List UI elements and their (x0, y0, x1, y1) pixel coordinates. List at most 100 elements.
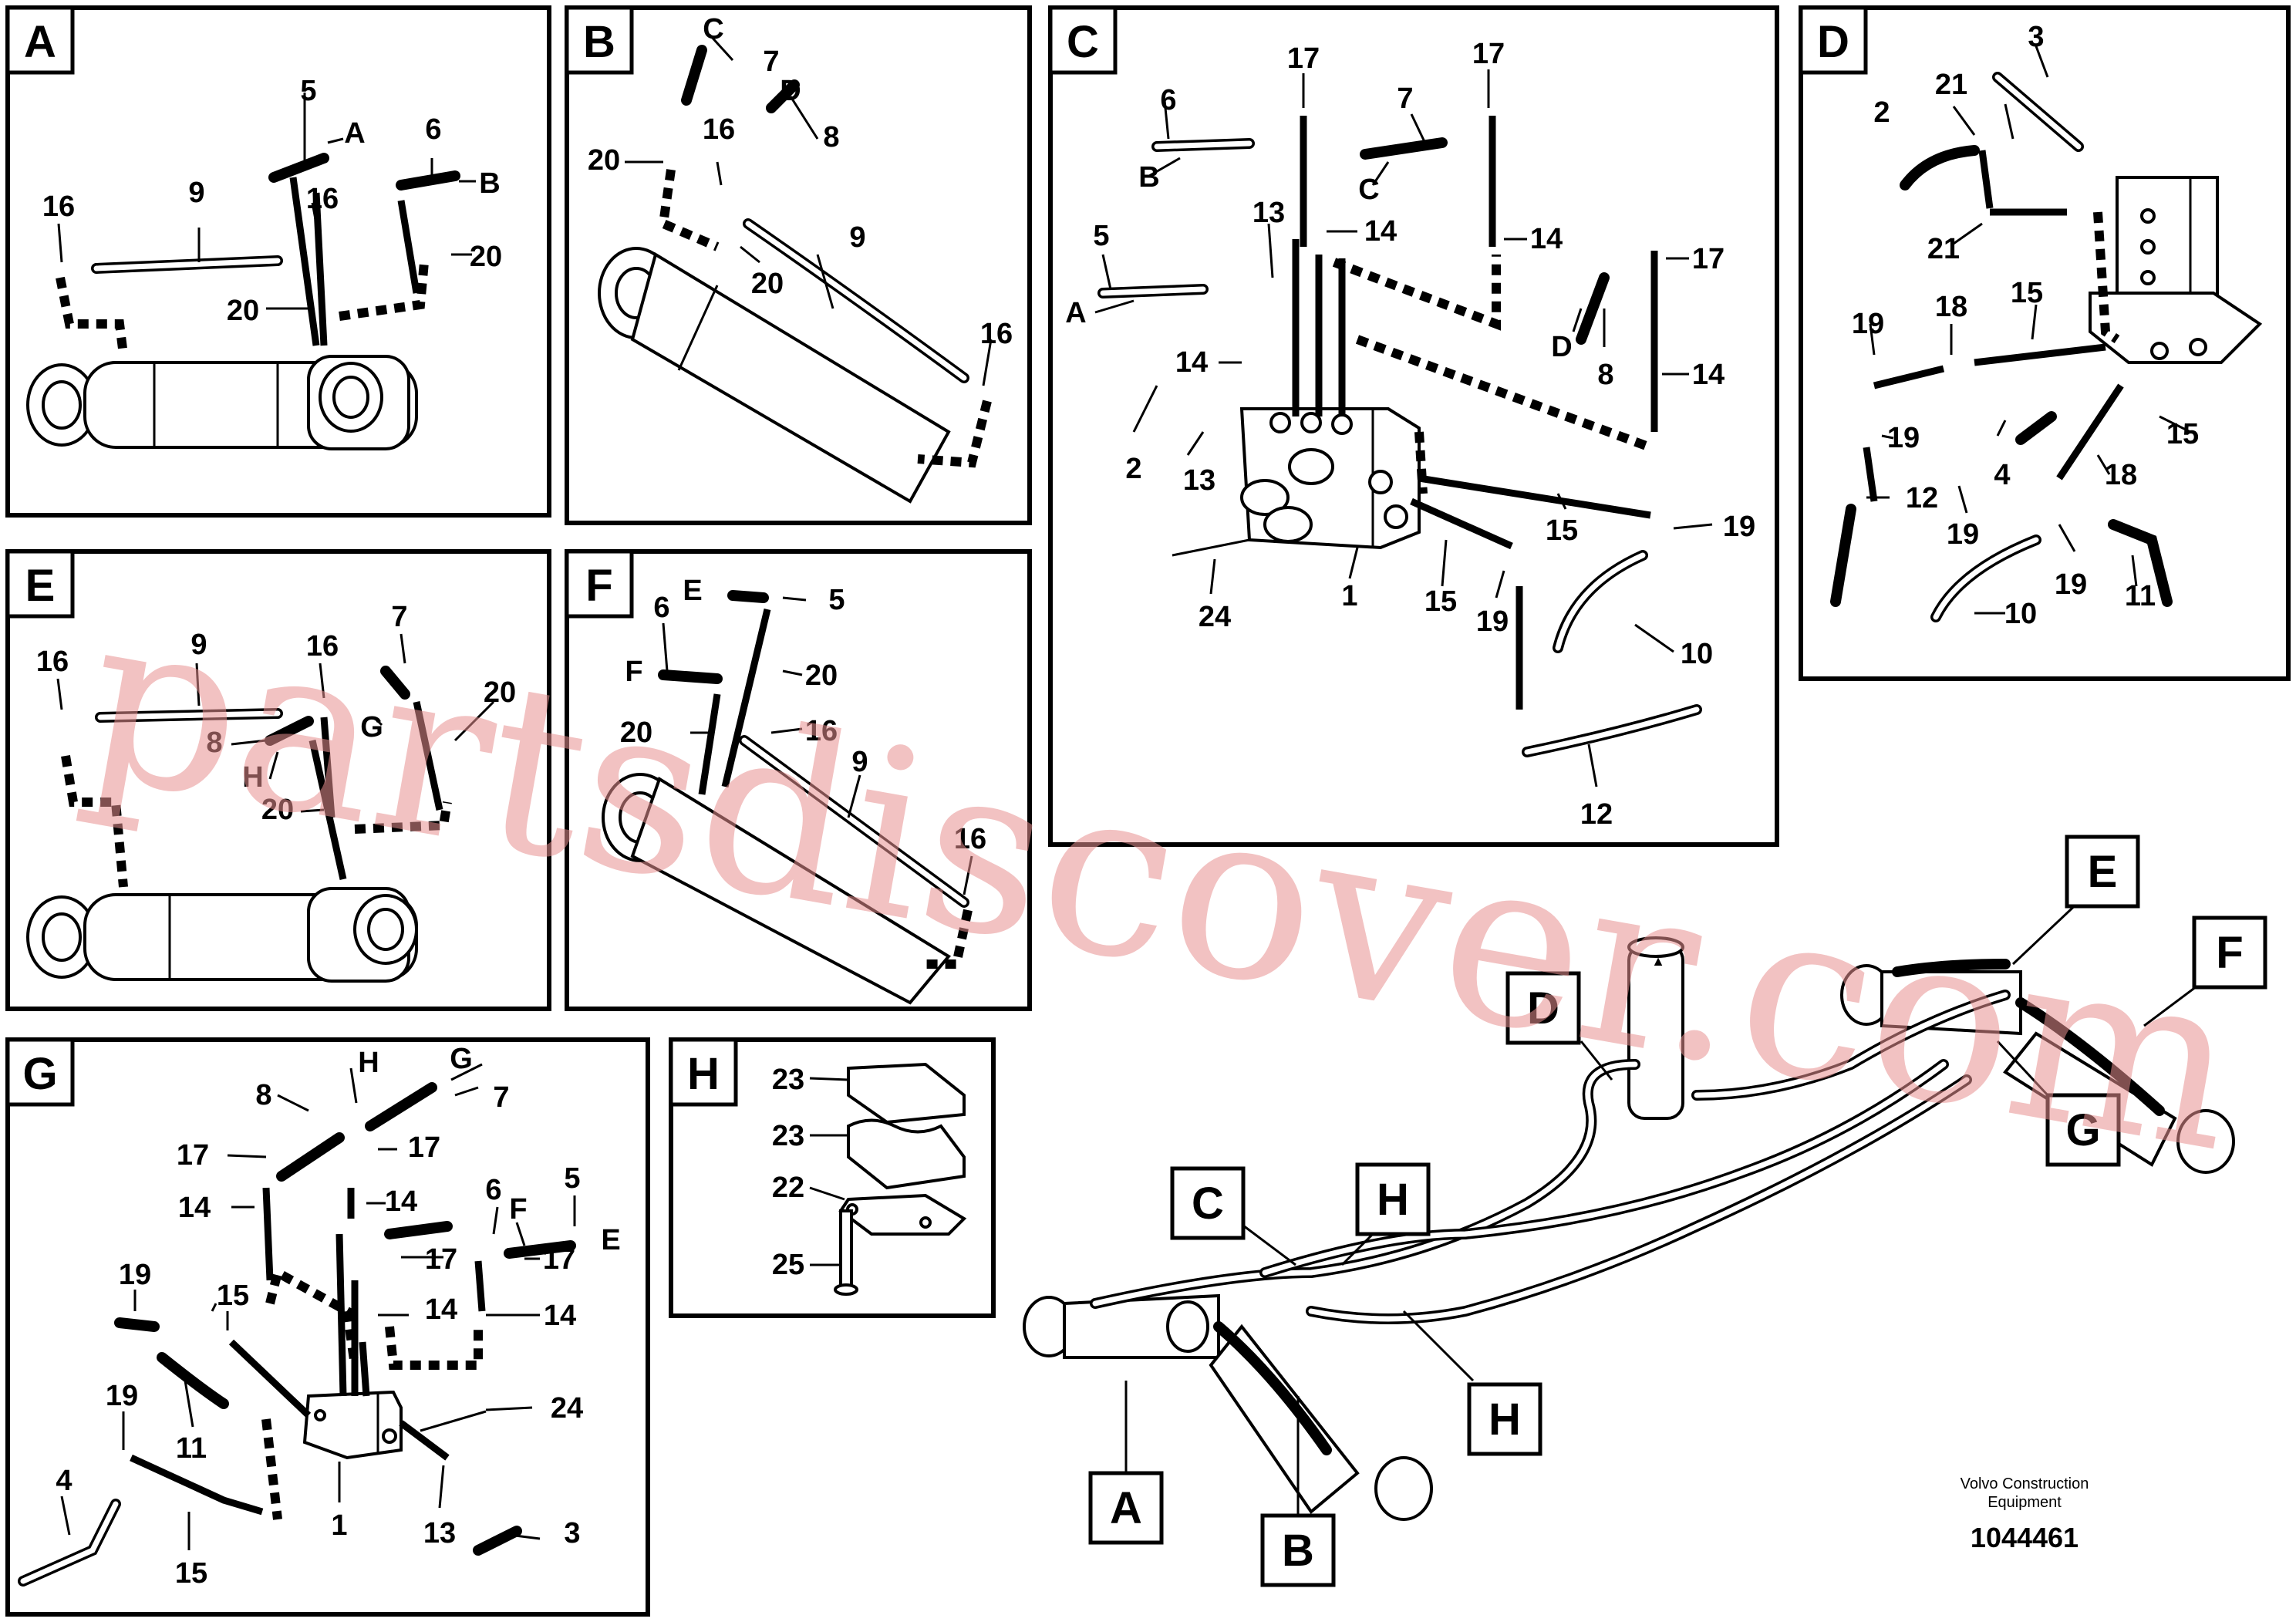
label-C: C (703, 13, 723, 46)
callout-g-box (2045, 1093, 2121, 1167)
callout-b-box (1260, 1513, 1336, 1587)
label-F: F (625, 656, 642, 688)
panel-d-letter: D (1817, 17, 1849, 67)
control-block (1239, 407, 1421, 550)
label-9: 9 (190, 629, 207, 661)
label-18: 18 (2105, 459, 2137, 491)
panel-b-frame (565, 5, 1032, 525)
label-15: 15 (217, 1280, 249, 1312)
label-16: 16 (703, 113, 735, 146)
label-13: 13 (423, 1517, 456, 1549)
label-16: 16 (306, 183, 339, 215)
label-5: 5 (300, 75, 316, 107)
panel-e-frame (5, 549, 551, 1011)
label-16: 16 (42, 191, 75, 223)
label-11: 11 (176, 1432, 207, 1465)
label-C: C (1358, 174, 1379, 206)
label-17: 17 (408, 1131, 440, 1164)
label-17: 17 (425, 1243, 457, 1276)
callout-d-box (1505, 971, 1581, 1045)
panel-g-letter-box (5, 1037, 75, 1107)
label-B: B (479, 167, 500, 200)
panel-f-letter: F (585, 561, 612, 611)
panel-f-frame (565, 549, 1032, 1011)
panel-b: B C 7 D 8 20 16 20 9 16 (565, 5, 1032, 525)
label-E: E (683, 575, 702, 607)
callout-g: G (2065, 1105, 2100, 1155)
label-7: 7 (1397, 83, 1413, 115)
label-9: 9 (851, 746, 868, 778)
label-12: 12 (1906, 482, 1938, 514)
callout-h1-box (1355, 1162, 1431, 1236)
label-23: 23 (772, 1120, 804, 1152)
label-22: 22 (772, 1172, 804, 1204)
callout-h: H (1377, 1175, 1409, 1225)
callout-leader-g (1996, 1040, 2049, 1097)
callout-h2-box (1467, 1382, 1542, 1456)
label-H: H (358, 1047, 379, 1079)
label-20: 20 (620, 717, 652, 749)
callout-c: C (1192, 1179, 1224, 1229)
company-line-1: Volvo Construction (1961, 1475, 2089, 1492)
label-H: H (242, 761, 263, 794)
cylinder (602, 773, 952, 1005)
label-D: D (1551, 331, 1572, 363)
panel-c-letter-box (1048, 5, 1118, 75)
panel-g: G (5, 1037, 650, 1617)
panel-a: A 5 A 6 B 16 (5, 5, 551, 518)
label-D: D (780, 75, 801, 107)
callout-c-box (1170, 1166, 1246, 1240)
label-14: 14 (1530, 223, 1563, 255)
label-16: 16 (36, 646, 69, 678)
label-14: 14 (178, 1192, 211, 1224)
panel-b-letter: B (583, 17, 615, 67)
label-12: 12 (1580, 798, 1613, 831)
label-19: 19 (2055, 568, 2087, 601)
panel-h: H 23 23 22 25 (669, 1037, 996, 1318)
label-14: 14 (385, 1185, 417, 1218)
label-19: 19 (1723, 511, 1755, 543)
label-15: 15 (2166, 418, 2199, 450)
label-15: 15 (2011, 277, 2043, 309)
label-A: A (1065, 297, 1086, 329)
label-16: 16 (805, 715, 838, 747)
label-10: 10 (2004, 598, 2037, 630)
cylinder (26, 355, 418, 450)
label-14: 14 (1692, 359, 1725, 391)
label-8: 8 (206, 727, 222, 759)
label-16: 16 (306, 630, 339, 663)
footer: Volvo Construction Equipment 1044461 (1961, 1475, 2089, 1553)
label-20: 20 (484, 676, 516, 709)
label-24: 24 (551, 1392, 583, 1425)
label-8: 8 (823, 121, 839, 153)
panel-g-frame (5, 1037, 650, 1617)
label-5: 5 (828, 584, 845, 616)
panel-h-frame (669, 1037, 996, 1318)
panel-e-letter: E (25, 561, 56, 611)
label-14: 14 (1364, 215, 1397, 248)
label-16: 16 (954, 823, 986, 855)
panel-c-frame (1048, 5, 1779, 847)
label-13: 13 (1183, 464, 1215, 497)
label-16: 16 (980, 318, 1013, 350)
label-6: 6 (485, 1174, 501, 1206)
cylinder (26, 887, 418, 983)
label-17: 17 (1287, 42, 1320, 75)
panel-b-letter-box (565, 5, 634, 75)
panel-e-letter-box (5, 549, 75, 619)
label-24: 24 (1199, 601, 1231, 633)
label-19: 19 (1476, 605, 1509, 638)
callout-a: A (1110, 1483, 1142, 1533)
label-13: 13 (1253, 197, 1285, 229)
control-block (302, 1390, 403, 1460)
label-20: 20 (227, 295, 259, 327)
label-A: A (344, 117, 365, 150)
panel-h-letter-box (669, 1037, 738, 1107)
label-4: 4 (1994, 459, 2010, 491)
callout-b: B (1282, 1526, 1314, 1576)
panel-c-letter: C (1067, 17, 1099, 67)
callout-leader-e (2011, 897, 2084, 966)
label-21: 21 (1935, 69, 1967, 101)
label-6: 6 (653, 592, 669, 624)
panel-c: C (1048, 5, 1779, 847)
